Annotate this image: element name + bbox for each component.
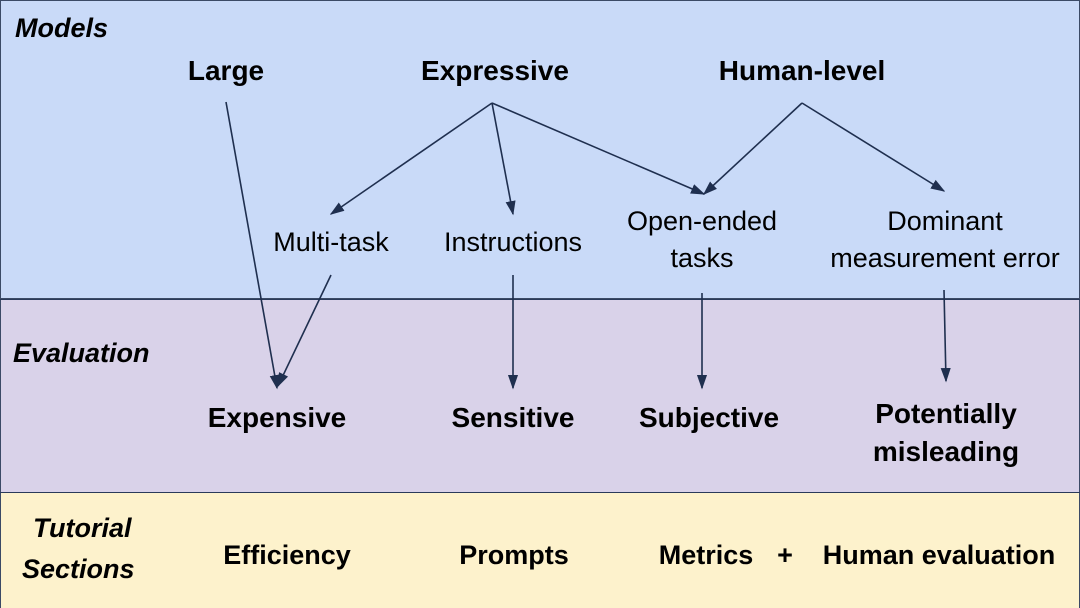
evaluation-property-subjective: Subjective — [638, 402, 780, 433]
tutorial-section-metrics: Metrics — [658, 540, 754, 570]
tutorial-title-line1: Tutorial — [33, 513, 132, 543]
feature-instructions: Instructions — [443, 227, 583, 257]
misleading-line2: misleading — [872, 435, 1020, 467]
dominant-line2: measurement error — [830, 243, 1060, 274]
feature-dominant-measurement-error: Dominant measurement error — [830, 206, 1060, 274]
models-evaluation-divider — [0, 299, 1080, 300]
tutorial-section-human-evaluation: Human evaluation — [822, 540, 1056, 570]
model-property-expressive: Expressive — [421, 55, 569, 86]
tutorial-title-line2: Sections — [22, 553, 135, 584]
misleading-line1: Potentially — [875, 398, 1017, 429]
open-ended-line2: tasks — [670, 243, 734, 274]
evaluation-section-title: Evaluation — [13, 338, 150, 368]
model-property-large: Large — [187, 55, 265, 86]
evaluation-sections-divider — [0, 492, 1080, 493]
open-ended-line1: Open-ended — [626, 206, 778, 236]
tutorial-section-efficiency: Efficiency — [223, 540, 351, 570]
feature-open-ended-tasks: Open-ended tasks — [627, 206, 777, 274]
evaluation-band — [0, 299, 1080, 492]
tutorial-section-prompts: Prompts — [459, 540, 569, 570]
feature-multi-task: Multi-task — [273, 227, 389, 257]
tutorial-sections-title: Tutorial Sections — [22, 508, 135, 589]
evaluation-property-expensive: Expensive — [207, 402, 347, 433]
evaluation-property-potentially-misleading: Potentially misleading — [873, 395, 1019, 471]
models-section-title: Models — [15, 13, 109, 43]
evaluation-property-sensitive: Sensitive — [451, 402, 575, 433]
model-property-human-level: Human-level — [718, 55, 886, 86]
tutorial-section-plus: + — [777, 540, 793, 570]
dominant-line1: Dominant — [887, 206, 1003, 236]
